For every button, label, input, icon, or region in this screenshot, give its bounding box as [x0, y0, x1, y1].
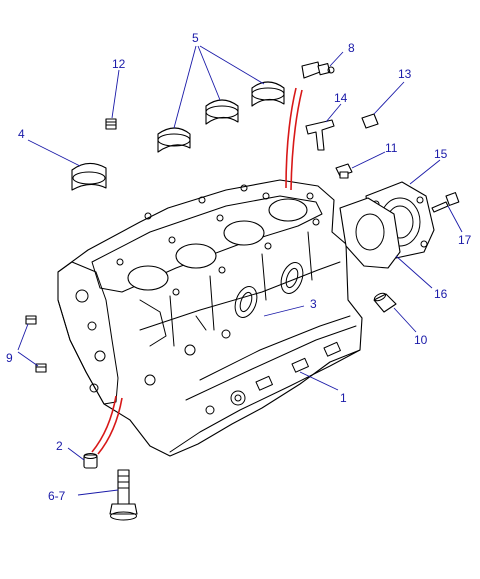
dowel-part-10 [373, 292, 397, 313]
callout-9: 9 [6, 351, 13, 365]
callout-15: 15 [434, 147, 448, 161]
plug-part-13 [361, 113, 379, 129]
bolt-part-6-7 [109, 469, 138, 521]
studs-part-9 [25, 315, 47, 373]
callout-13: 13 [398, 67, 412, 81]
main-bearing-shells [157, 81, 285, 153]
bearing-shell-1 [157, 127, 191, 153]
callout-4: 4 [18, 127, 25, 141]
callout-12: 12 [112, 57, 126, 71]
callout-3: 3 [310, 297, 317, 311]
callout-16: 16 [434, 287, 448, 301]
stud-part-12 [105, 118, 117, 130]
callout-14: 14 [334, 91, 348, 105]
callout-11: 11 [385, 141, 398, 155]
callout-2: 2 [56, 439, 63, 453]
cylinder-block [57, 179, 363, 457]
callout-1: 1 [340, 391, 347, 405]
gasket-part-16 [339, 197, 401, 269]
bearing-shell-3 [251, 81, 285, 107]
oil-fitting-part-8 [301, 61, 335, 79]
oil-route-connector [285, 87, 303, 191]
leader-lines [17, 45, 463, 496]
bearing-shell-2 [205, 99, 239, 125]
callout-10: 10 [414, 333, 428, 347]
callout-6-7: 6-7 [48, 489, 66, 503]
lower-connector [91, 395, 123, 455]
bolt-part-17 [431, 192, 460, 213]
callout-labels: 1 2 3 4 5 6-7 8 9 10 11 12 13 14 15 16 1… [6, 31, 472, 503]
bearing-shell-part-4 [71, 162, 107, 191]
callout-17: 17 [458, 233, 472, 247]
callout-8: 8 [348, 41, 355, 55]
t-piece-part-14 [305, 119, 335, 151]
plug-part-2 [83, 453, 98, 469]
sender-part-11 [335, 163, 353, 179]
callout-5: 5 [192, 31, 199, 45]
